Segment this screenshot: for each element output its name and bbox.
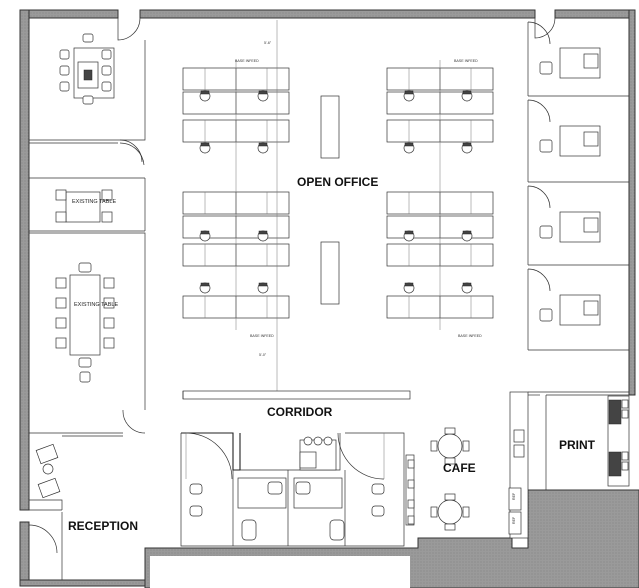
cafe-area: CAFE REF REF <box>405 391 529 539</box>
office-chair <box>539 139 553 153</box>
base-infeed-bottom-left: BASE INFEED <box>250 334 274 338</box>
base-infeed-bottom-right: BASE INFEED <box>458 334 482 338</box>
corridor-label: CORRIDOR <box>267 405 333 419</box>
workstation-cluster <box>182 60 290 330</box>
chairs-right <box>103 277 115 349</box>
base-infeed-top-right: BASE INFEED <box>454 59 478 63</box>
ref-label-2: REF <box>512 516 516 524</box>
chair-group <box>55 189 113 223</box>
print-label: PRINT <box>559 438 596 452</box>
workstation-cluster <box>386 60 494 330</box>
chairs-left <box>55 277 67 349</box>
existing-table-label-1: EXISTING TABLE <box>72 199 116 205</box>
private-office <box>527 99 629 183</box>
top-doors <box>117 17 556 41</box>
office-chair <box>539 225 553 239</box>
exterior-walls <box>19 9 639 588</box>
reception-area: RECEPTION <box>28 443 138 580</box>
cafe-label: CAFE <box>443 461 476 475</box>
ref-label-1: REF <box>512 492 516 500</box>
center-tables <box>320 95 340 305</box>
reception-label: RECEPTION <box>68 519 138 533</box>
office-chair <box>539 308 553 322</box>
dimension-bottom: 5'-0" <box>259 353 267 357</box>
workstation-clusters <box>182 60 494 330</box>
private-office <box>527 185 629 266</box>
existing-table-label-2: EXISTING TABLE <box>74 302 118 308</box>
private-office <box>527 21 629 97</box>
open-office-label: OPEN OFFICE <box>297 175 378 189</box>
dimension-top: 5'-6" <box>264 41 272 45</box>
existing-table-room: EXISTING TABLE <box>29 139 146 232</box>
base-infeed-top-left: BASE INFEED <box>235 59 259 63</box>
print-room: PRINT <box>528 391 630 490</box>
corridor: CORRIDOR <box>182 390 411 419</box>
private-offices <box>527 21 629 351</box>
restroom-core <box>180 432 405 547</box>
conference-room-top <box>29 33 146 166</box>
conference-room-large: EXISTING TABLE <box>29 232 146 437</box>
private-office <box>527 268 629 351</box>
office-chair <box>539 61 553 75</box>
